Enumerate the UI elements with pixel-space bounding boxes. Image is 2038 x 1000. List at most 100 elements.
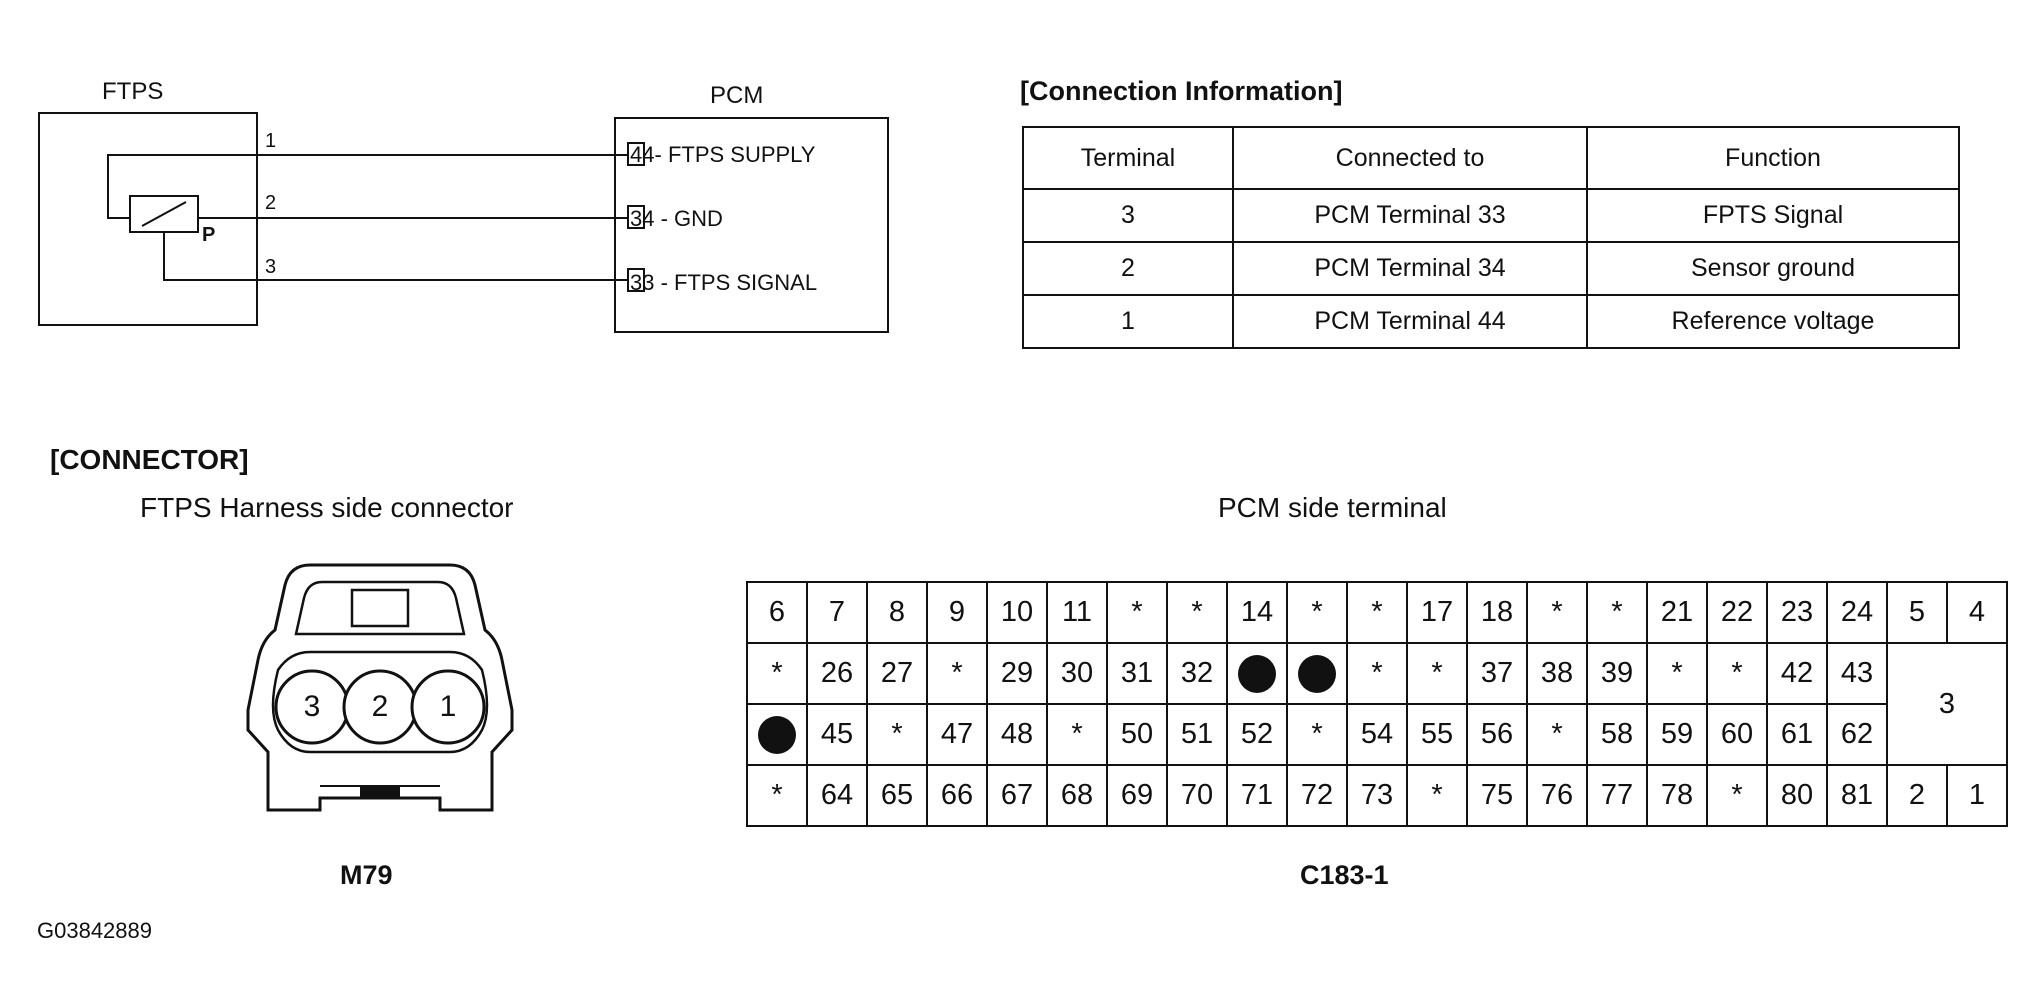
column-header-terminal: Terminal bbox=[1022, 126, 1234, 190]
pcm-terminal-cell: 75 bbox=[1466, 764, 1528, 827]
pcm-terminal-cell: 64 bbox=[806, 764, 868, 827]
pcm-terminal-cell: * bbox=[1646, 642, 1708, 705]
table-cell: PCM Terminal 34 bbox=[1232, 241, 1588, 296]
pcm-terminal-cell: 67 bbox=[986, 764, 1048, 827]
pcm-pin-44-name: FTPS SUPPLY bbox=[667, 142, 816, 167]
pcm-terminal-cell: * bbox=[866, 703, 928, 766]
table-cell: PCM Terminal 33 bbox=[1232, 188, 1588, 243]
connection-info-table: Terminal Connected to Function 3 PCM Ter… bbox=[1022, 126, 1960, 349]
pcm-terminal-cell: 31 bbox=[1106, 642, 1168, 705]
pcm-terminal-cell: * bbox=[746, 642, 808, 705]
table-cell: Reference voltage bbox=[1586, 294, 1960, 349]
pcm-terminal-cell: 68 bbox=[1046, 764, 1108, 827]
harness-connector-drawing bbox=[246, 563, 514, 812]
pcm-terminal-cell: 80 bbox=[1766, 764, 1828, 827]
pcm-terminal-cell: 17 bbox=[1406, 581, 1468, 644]
pcm-terminal-cell bbox=[746, 703, 808, 766]
pcm-terminal-cell: 18 bbox=[1466, 581, 1528, 644]
pcm-terminal-cell: * bbox=[746, 764, 808, 827]
pcm-terminal-cell: * bbox=[1526, 703, 1588, 766]
pcm-terminal-cell: 78 bbox=[1646, 764, 1708, 827]
pcm-terminal-cell: 23 bbox=[1766, 581, 1828, 644]
harness-pin-1: 1 bbox=[439, 690, 457, 723]
pcm-terminal-cell: 45 bbox=[806, 703, 868, 766]
pcm-terminal-cell: 62 bbox=[1826, 703, 1888, 766]
pcm-terminal-cell: 61 bbox=[1766, 703, 1828, 766]
sensor-pin-2: 2 bbox=[265, 192, 277, 214]
pcm-terminal-grid: 6 7 8 9 10 11 * * 14 * * 17 18 * * 21 22… bbox=[746, 581, 2008, 827]
pcm-terminal-cell: 37 bbox=[1466, 642, 1528, 705]
pcm-terminal-cell: 43 bbox=[1826, 642, 1888, 705]
pcm-terminal-cell: 42 bbox=[1766, 642, 1828, 705]
table-cell: PCM Terminal 44 bbox=[1232, 294, 1588, 349]
pcm-terminal-cell bbox=[1226, 642, 1288, 705]
pcm-grid-row: 6 7 8 9 10 11 * * 14 * * 17 18 * * 21 22… bbox=[746, 581, 2008, 644]
pcm-terminal-cell: * bbox=[926, 642, 988, 705]
pcm-connector-code: C183-1 bbox=[1300, 860, 1389, 890]
pcm-terminal-cell: 29 bbox=[986, 642, 1048, 705]
pcm-box bbox=[614, 117, 889, 333]
pcm-grid-row: 45 * 47 48 * 50 51 52 * 54 55 56 * 58 59… bbox=[746, 703, 2007, 766]
pcm-terminal-label: PCM side terminal bbox=[1218, 492, 1447, 523]
table-cell: 1 bbox=[1022, 294, 1234, 349]
pcm-terminal-cell: 21 bbox=[1646, 581, 1708, 644]
pcm-terminal-cell: 24 bbox=[1826, 581, 1888, 644]
wire-supply bbox=[107, 154, 628, 219]
pcm-terminal-cell: * bbox=[1346, 581, 1408, 644]
pcm-terminal-cell: 27 bbox=[866, 642, 928, 705]
pcm-terminal-cell: * bbox=[1526, 581, 1588, 644]
pcm-terminal-cell: 47 bbox=[926, 703, 988, 766]
pcm-pin-44-number: 44 bbox=[630, 142, 655, 167]
pcm-terminal-cell: 76 bbox=[1526, 764, 1588, 827]
table-row: 2 PCM Terminal 34 Sensor ground bbox=[1022, 241, 1960, 296]
pcm-terminal-cell: 52 bbox=[1226, 703, 1288, 766]
pcm-terminal-cell: 2 bbox=[1886, 764, 1948, 827]
pcm-terminal-cell: * bbox=[1406, 642, 1468, 705]
pcm-grid-row: * 26 27 * 29 30 31 32 * * 37 38 39 * * 4… bbox=[746, 642, 2008, 766]
pcm-pin-34-name: GND bbox=[674, 206, 723, 231]
pcm-terminal-cell: 8 bbox=[866, 581, 928, 644]
pcm-terminal-cell: 70 bbox=[1166, 764, 1228, 827]
harness-pin-2: 2 bbox=[371, 690, 389, 723]
wire-signal bbox=[163, 232, 628, 281]
connector-title: [CONNECTOR] bbox=[50, 444, 249, 475]
sensor-pin-3: 3 bbox=[265, 256, 277, 278]
sensor-p-label: P bbox=[202, 224, 216, 246]
pcm-terminal-cell: 48 bbox=[986, 703, 1048, 766]
pcm-terminal-cell: 14 bbox=[1226, 581, 1288, 644]
pcm-terminal-cell: 55 bbox=[1406, 703, 1468, 766]
pcm-terminal-cell: 26 bbox=[806, 642, 868, 705]
table-row: 1 PCM Terminal 44 Reference voltage bbox=[1022, 294, 1960, 349]
pcm-terminal-cell: * bbox=[1706, 764, 1768, 827]
column-header-function: Function bbox=[1586, 126, 1960, 190]
pcm-pin-33: 33 - FTPS SIGNAL bbox=[630, 270, 818, 295]
pcm-terminal-cell: 60 bbox=[1706, 703, 1768, 766]
pcm-terminal-cell: 32 bbox=[1166, 642, 1228, 705]
pcm-terminal-cell: 4 bbox=[1946, 581, 2008, 644]
pcm-terminal-cell: 3 bbox=[1886, 642, 2008, 766]
sensor-pin-1: 1 bbox=[265, 130, 277, 152]
pcm-terminal-cell: 72 bbox=[1286, 764, 1348, 827]
pcm-terminal-cell: 39 bbox=[1586, 642, 1648, 705]
pcm-terminal-cell: 10 bbox=[986, 581, 1048, 644]
pcm-terminal-cell: 7 bbox=[806, 581, 868, 644]
ftps-label: FTPS bbox=[102, 78, 164, 105]
pcm-terminal-cell: 69 bbox=[1106, 764, 1168, 827]
pcm-terminal-cell: * bbox=[1406, 764, 1468, 827]
table-cell: 3 bbox=[1022, 188, 1234, 243]
connection-info-title: [Connection Information] bbox=[1020, 76, 1343, 106]
pcm-terminal-cell: 66 bbox=[926, 764, 988, 827]
pcm-terminal-cell: 71 bbox=[1226, 764, 1288, 827]
harness-connector-label: FTPS Harness side connector bbox=[140, 492, 514, 523]
pcm-terminal-cell: 51 bbox=[1166, 703, 1228, 766]
wiring-schematic bbox=[38, 112, 889, 333]
pcm-terminal-cell: 54 bbox=[1346, 703, 1408, 766]
pcm-terminal-cell: 11 bbox=[1046, 581, 1108, 644]
harness-connector-code: M79 bbox=[340, 860, 393, 890]
pcm-terminal-cell: 65 bbox=[866, 764, 928, 827]
filled-terminal-dot bbox=[1238, 654, 1276, 693]
pcm-terminal-cell: 5 bbox=[1886, 581, 1948, 644]
pcm-terminal-cell: 77 bbox=[1586, 764, 1648, 827]
figure-id: G03842889 bbox=[37, 918, 152, 943]
pcm-terminal-cell bbox=[1286, 642, 1348, 705]
